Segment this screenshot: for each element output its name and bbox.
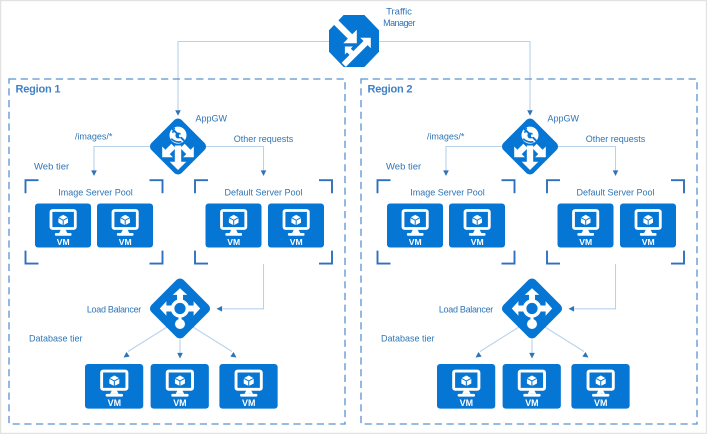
svg-text:Region 1: Region 1 (16, 84, 61, 96)
svg-text:Region 2: Region 2 (368, 84, 413, 96)
svg-text:Manager: Manager (383, 18, 415, 28)
svg-text:Traffic: Traffic (386, 7, 412, 18)
